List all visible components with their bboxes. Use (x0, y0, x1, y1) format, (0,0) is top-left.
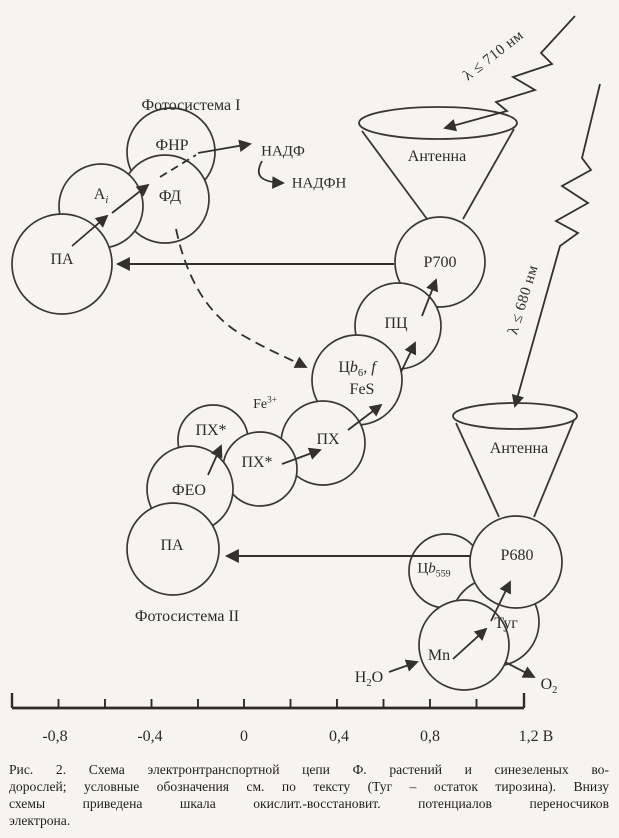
node-label-fd: ФД (158, 188, 182, 205)
arrow-mn-to-tyr (452, 627, 488, 660)
node-label-fnr: ФНР (155, 137, 189, 154)
node-label-px-star-lower: ПХ* (241, 454, 273, 471)
photosystem1-title: Фотосистема I (141, 97, 241, 114)
node-label-p700: P700 (423, 254, 457, 271)
arrow-tyr-to-p680 (490, 580, 511, 622)
circle-p700 (394, 216, 486, 308)
axis-tick-neg08: -0,8 (42, 728, 68, 745)
node-label-cyt-b559: Цb559 (417, 560, 451, 580)
node-label-mn: Mn (427, 647, 451, 664)
axis-tick-08: 0,8 (420, 728, 440, 745)
fe3plus-label: Fe3+ (253, 394, 277, 412)
arrow-nadp-to-nadph (257, 160, 285, 189)
axis-tick-0: 0 (240, 728, 248, 745)
nadph-label: НАДФН (291, 175, 347, 192)
circle-pa2 (126, 502, 220, 596)
arrow-pa1-to-ai (71, 214, 109, 247)
antenna1-funnel (358, 106, 518, 220)
arrow-cytb6f-to-pc (400, 341, 417, 373)
light-ray-710-line (443, 15, 576, 132)
dashed-cyclic-fd-to-cytb6f (175, 228, 308, 368)
node-label-pa2: ПА (160, 537, 184, 554)
axis-tick-04: 0,4 (329, 728, 349, 745)
node-label-tyr: Туг (494, 615, 518, 632)
redox-scale-axis (10, 693, 526, 710)
arrow-pc-to-p700 (421, 278, 438, 317)
dashed-fd-to-fnr (159, 154, 197, 178)
caption-line-4: электрона. (9, 813, 71, 828)
arrow-pxstar-to-px (281, 447, 322, 465)
photosystem2-title: Фотосистема II (134, 608, 240, 625)
nadp-label: НАДФ (261, 143, 305, 160)
electron-flow-arrows (71, 139, 536, 678)
circle-pa1 (11, 213, 113, 315)
antenna1-label: Антенна (407, 148, 467, 165)
diagram-linework (10, 15, 601, 710)
node-label-pc: ПЦ (384, 315, 408, 332)
antenna2-label: Антенна (489, 440, 549, 457)
node-label-pa1: ПА (50, 251, 74, 268)
antenna2-funnel (452, 402, 578, 518)
node-label-px-star-upper: ПХ* (195, 422, 227, 439)
circle-mn (418, 599, 510, 691)
arrow-ai-to-fd (111, 183, 150, 214)
node-label-px: ПХ (316, 431, 340, 448)
node-label-cyt-b6f: Цb6, f (338, 359, 376, 380)
arrow-px-to-cytb6f (347, 403, 383, 431)
h2o-label: H2O (354, 669, 384, 690)
axis-tick-neg04: -0,4 (137, 728, 163, 745)
arrow-to-o2 (504, 661, 536, 678)
arrow-feo-to-pxstar (207, 444, 223, 476)
node-label-feo: ФЕО (172, 482, 206, 499)
node-label-p680: P680 (500, 547, 534, 564)
electron-transport-diagram: Фотосистема I Фотосистема II λ ≤ 710 нм … (10, 15, 601, 745)
node-label-ai: Аi (93, 186, 109, 207)
figure-caption: Рис. 2. Схема электронтранспортной цепи … (9, 761, 609, 829)
arrow-fnr-to-nadp (197, 139, 252, 154)
axis-ticks (57, 699, 478, 708)
arrow-h2o-to-mn (388, 659, 419, 673)
light-ray-680-line (511, 83, 601, 408)
caption-line-3: схемы приведена шкала окислит.-восстанов… (9, 796, 609, 811)
o2-label: O2 (540, 676, 558, 697)
caption-line-2: дорослей; условные обозначения см. по те… (9, 779, 609, 794)
axis-tick-12v: 1,2 В (518, 728, 554, 745)
carrier-circles (11, 107, 563, 691)
circle-p680 (469, 515, 563, 609)
node-label-fes: FeS (349, 381, 375, 398)
caption-line-1: Рис. 2. Схема электронтранспортной цепи … (9, 762, 609, 777)
